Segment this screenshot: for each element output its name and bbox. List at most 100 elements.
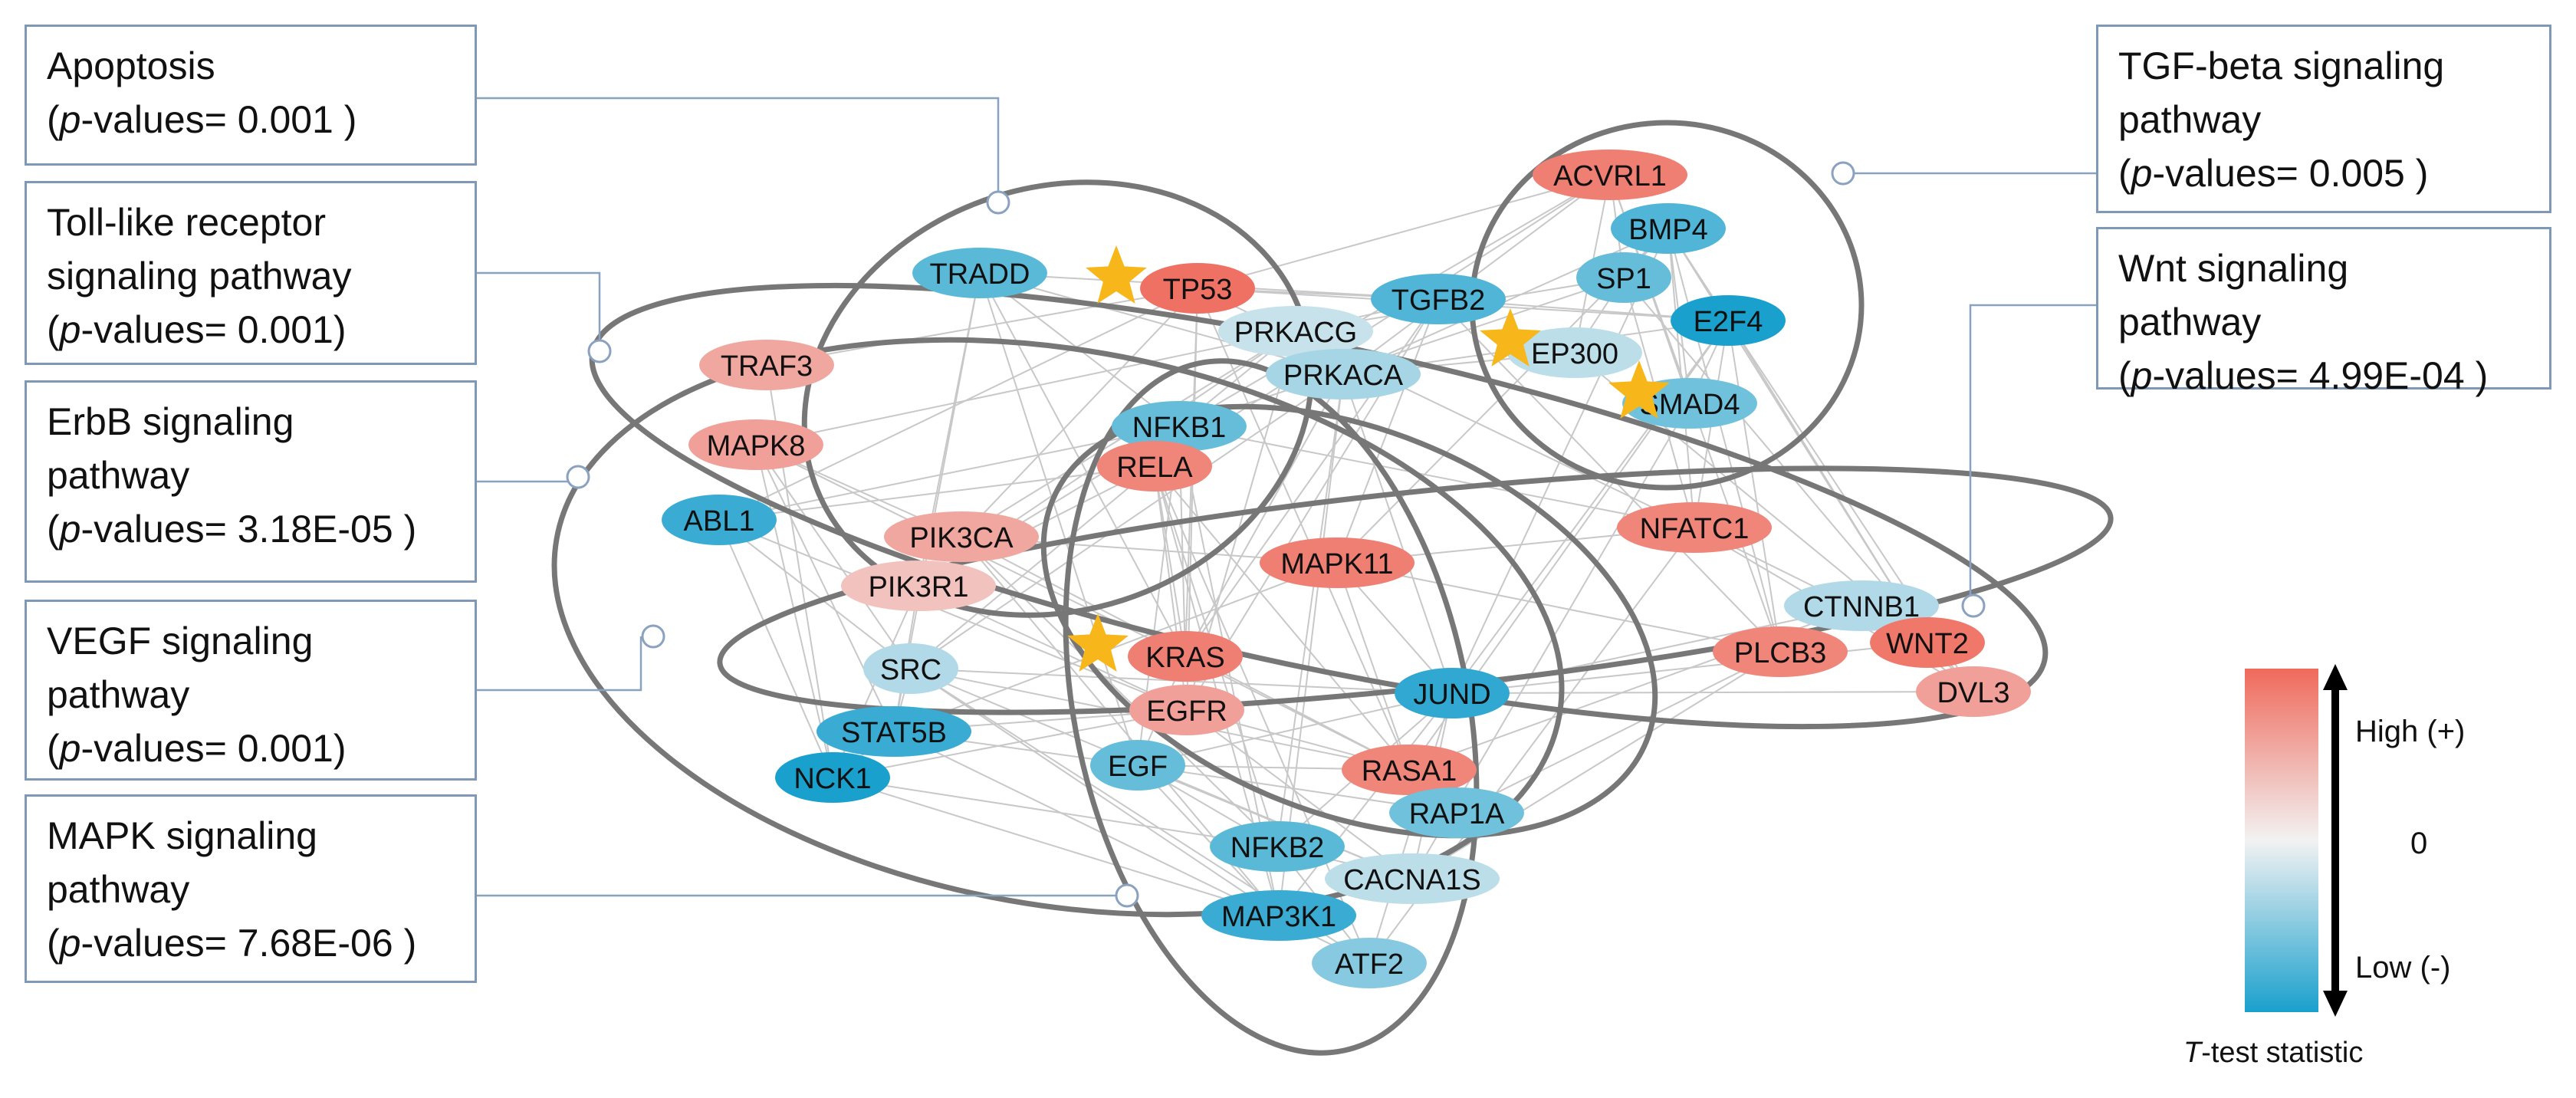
legend-color-bar: [2245, 669, 2318, 1012]
pathway-name-line: pathway: [47, 673, 190, 716]
pvalue-prefix: p: [59, 727, 81, 770]
gene-label: TGFB2: [1392, 284, 1485, 317]
gene-node-egf: EGF: [1090, 740, 1185, 791]
gene-node-shape: [1128, 631, 1243, 682]
gene-node-bmp4: BMP4: [1611, 203, 1726, 254]
gene-label: EGFR: [1146, 695, 1227, 728]
pathway-box-apoptosis: Apoptosis(p-values= 0.001 ): [25, 25, 477, 166]
pvalue-prefix: p: [59, 922, 81, 965]
gene-node-shape: [1713, 626, 1848, 677]
pathway-name-line: pathway: [47, 454, 190, 497]
pvalue-text: -values= 3.18E-05 ): [80, 508, 417, 551]
gene-node-ctnnb1: CTNNB1: [1784, 580, 1939, 631]
edge-JUND-MAP3K1: [1278, 692, 1453, 916]
gene-label: DVL3: [1937, 677, 2009, 709]
gene-node-pik3ca: PIK3CA: [884, 511, 1039, 562]
gene-label: E2F4: [1694, 306, 1763, 338]
edge-ABL1-NCK1: [718, 519, 833, 778]
gene-node-rasa1: RASA1: [1342, 745, 1477, 795]
pathway-name-line: Toll-like receptor: [47, 201, 327, 244]
gene-node-shape: [1129, 685, 1244, 735]
connector-handle-6: [1831, 161, 1855, 186]
gene-node-shape: [1097, 441, 1212, 491]
edge-PRKACA-JUND: [1342, 373, 1453, 694]
pathway-name-line: pathway: [2118, 301, 2262, 344]
edge-EGFR-CACNA1S: [1186, 709, 1413, 879]
edge-NCK1-MAP3K1: [832, 777, 1280, 916]
edge-E2F4-PLCB3: [1727, 320, 1781, 653]
gene-label: MAPK8: [707, 430, 806, 462]
pvalue-text: -values= 0.001): [80, 308, 347, 351]
gene-node-shape: [662, 495, 777, 545]
gene-label: CTNNB1: [1803, 591, 1920, 623]
gene-label: SP1: [1596, 263, 1651, 295]
pathway-name-line: pathway: [47, 868, 190, 911]
connector-handle-3: [566, 465, 590, 489]
edge-TRADD-PRKACA: [979, 272, 1344, 375]
pathway-name-line: Apoptosis: [47, 44, 215, 87]
edge-SP1-NFKB1: [1178, 277, 1625, 427]
gene-node-shape: [1611, 203, 1726, 254]
pathway-pvalue: (p-values= 4.99E-04 ): [2118, 354, 2489, 397]
pvalue-prefix: p: [2131, 152, 2153, 195]
connector-line-2: [477, 271, 601, 351]
pvalue-prefix: p: [2131, 354, 2153, 397]
gene-node-shape: [1371, 274, 1506, 324]
gene-label: NFKB2: [1230, 832, 1324, 864]
gene-label: BMP4: [1628, 214, 1707, 246]
pathway-pvalue: (p-values= 0.005 ): [2118, 152, 2429, 195]
gene-node-shape: [1140, 263, 1255, 314]
gene-node-shape: [1260, 537, 1414, 588]
gene-label: PLCB3: [1734, 637, 1826, 669]
gene-label: NFKB1: [1132, 412, 1226, 444]
gene-node-jund: JUND: [1395, 668, 1510, 718]
gene-node-shape: [841, 561, 996, 611]
edge-PRKACA-BMP4: [1342, 228, 1669, 375]
edge-MAPK8-SRC: [755, 444, 912, 669]
gene-node-wnt2: WNT2: [1870, 617, 1985, 668]
legend-arrow-up-icon: [2323, 664, 2348, 690]
edge-PRKACG-MAPK8: [755, 330, 1296, 445]
pathway-pvalue: (p-values= 3.18E-05 ): [47, 508, 417, 551]
gene-node-sp1: SP1: [1576, 252, 1671, 303]
pvalue-prefix: p: [59, 308, 81, 351]
gene-node-pik3r1: PIK3R1: [841, 561, 996, 611]
legend-low-label: Low (-): [2355, 951, 2451, 985]
gene-node-egfr: EGFR: [1129, 685, 1244, 735]
pvalue-prefix: p: [59, 508, 81, 551]
gene-label: TRAF3: [721, 350, 813, 383]
edge-PLCB3-RAP1A: [1456, 651, 1781, 814]
gene-node-src: SRC: [863, 643, 958, 694]
edge-NCK1-NFKB2: [832, 777, 1278, 847]
gene-node-prkaca: PRKACA: [1266, 349, 1421, 399]
gene-node-shape: [1218, 306, 1373, 357]
gene-node-shape: [1870, 617, 1985, 668]
gene-label: WNT2: [1886, 628, 1969, 660]
connector-handle-5: [1115, 883, 1139, 908]
gene-node-map3k1: MAP3K1: [1201, 890, 1356, 941]
gene-node-mapk8: MAPK8: [688, 419, 823, 470]
gene-node-shape: [1201, 890, 1356, 941]
edge-BMP4-PLCB3: [1668, 228, 1781, 653]
gene-node-shape: [1395, 668, 1510, 718]
edge-EGF-MAP3K1: [1137, 764, 1280, 916]
pvalue-text: -values= 7.68E-06 ): [80, 922, 417, 965]
gene-label: TRADD: [930, 258, 1030, 291]
gene-node-acvrl1: ACVRL1: [1533, 150, 1687, 200]
connector-lines: [477, 97, 2096, 908]
connector-line-4: [477, 636, 642, 692]
edge-TP53-TRAF3: [766, 288, 1198, 366]
gene-label: EP300: [1531, 338, 1618, 370]
connector-handle-2: [587, 339, 612, 363]
gene-node-mapk11: MAPK11: [1260, 537, 1414, 588]
star-marker-tp53: [1086, 245, 1147, 304]
gene-node-shape: [699, 340, 834, 390]
gene-label: NFATC1: [1640, 513, 1750, 545]
gene-node-shape: [775, 752, 890, 803]
gene-label: ACVRL1: [1553, 160, 1667, 192]
pathway-pvalue: (p-values= 0.001): [47, 308, 347, 351]
gene-label: RAP1A: [1409, 798, 1505, 830]
